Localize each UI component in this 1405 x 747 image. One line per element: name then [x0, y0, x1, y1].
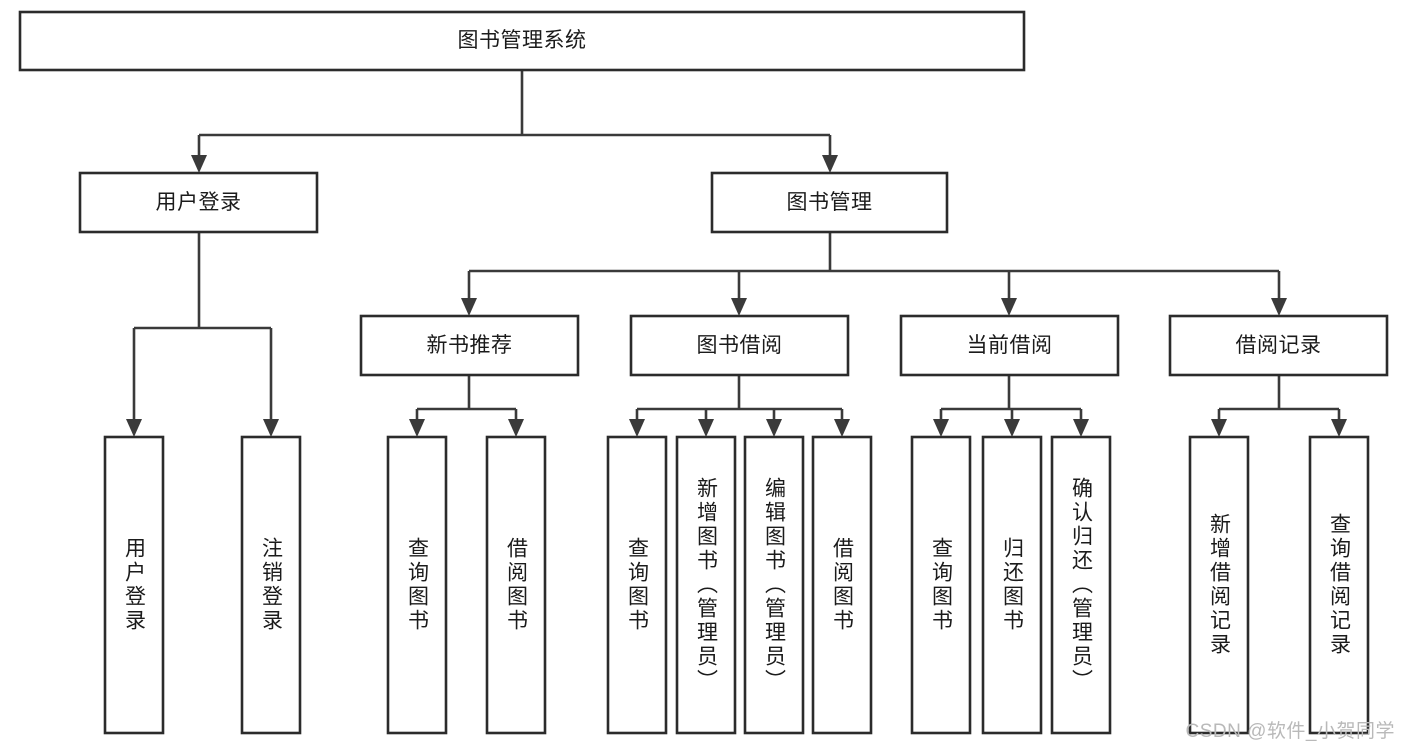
node-box-leaf-return-book[interactable] [981, 435, 1043, 735]
node-box-book-borrow[interactable] [629, 314, 850, 377]
connector-userlogin-to-leaves [126, 232, 279, 437]
node-box-leaf-user-login[interactable] [103, 435, 165, 735]
node-box-root[interactable] [18, 10, 1026, 72]
node-box-current-borrow[interactable] [899, 314, 1120, 377]
node-box-leaf-borrow-book-new[interactable] [485, 435, 547, 735]
node-box-leaf-confirm-return-admin[interactable] [1050, 435, 1112, 735]
node-box-leaf-query-borrow-record[interactable] [1308, 435, 1370, 735]
connector-newbook-to-leaves [409, 375, 524, 437]
node-box-leaf-logout[interactable] [240, 435, 302, 735]
node-box-leaf-add-book-admin[interactable] [675, 435, 737, 735]
node-box-leaf-borrow-book[interactable] [811, 435, 873, 735]
node-box-user-login[interactable] [78, 171, 319, 234]
csdn-watermark: CSDN @软件_小贺同学 [1185, 721, 1395, 742]
node-box-new-book-recommend[interactable] [359, 314, 580, 377]
node-box-borrow-records[interactable] [1168, 314, 1389, 377]
connector-bookmgmt-to-level3 [461, 232, 1287, 316]
node-box-book-management[interactable] [710, 171, 949, 234]
node-box-leaf-query-book-borrow[interactable] [606, 435, 668, 735]
node-box-leaf-add-borrow-record[interactable] [1188, 435, 1250, 735]
node-box-leaf-query-book-new[interactable] [386, 435, 448, 735]
node-box-leaf-edit-book-admin[interactable] [743, 435, 805, 735]
connector-root-to-level2 [191, 70, 838, 173]
node-box-leaf-query-book-current[interactable] [910, 435, 972, 735]
connector-borrowrecords-to-leaves [1211, 375, 1347, 437]
connector-currentborrow-to-leaves [933, 375, 1089, 437]
connector-bookborrow-to-leaves [629, 375, 850, 437]
